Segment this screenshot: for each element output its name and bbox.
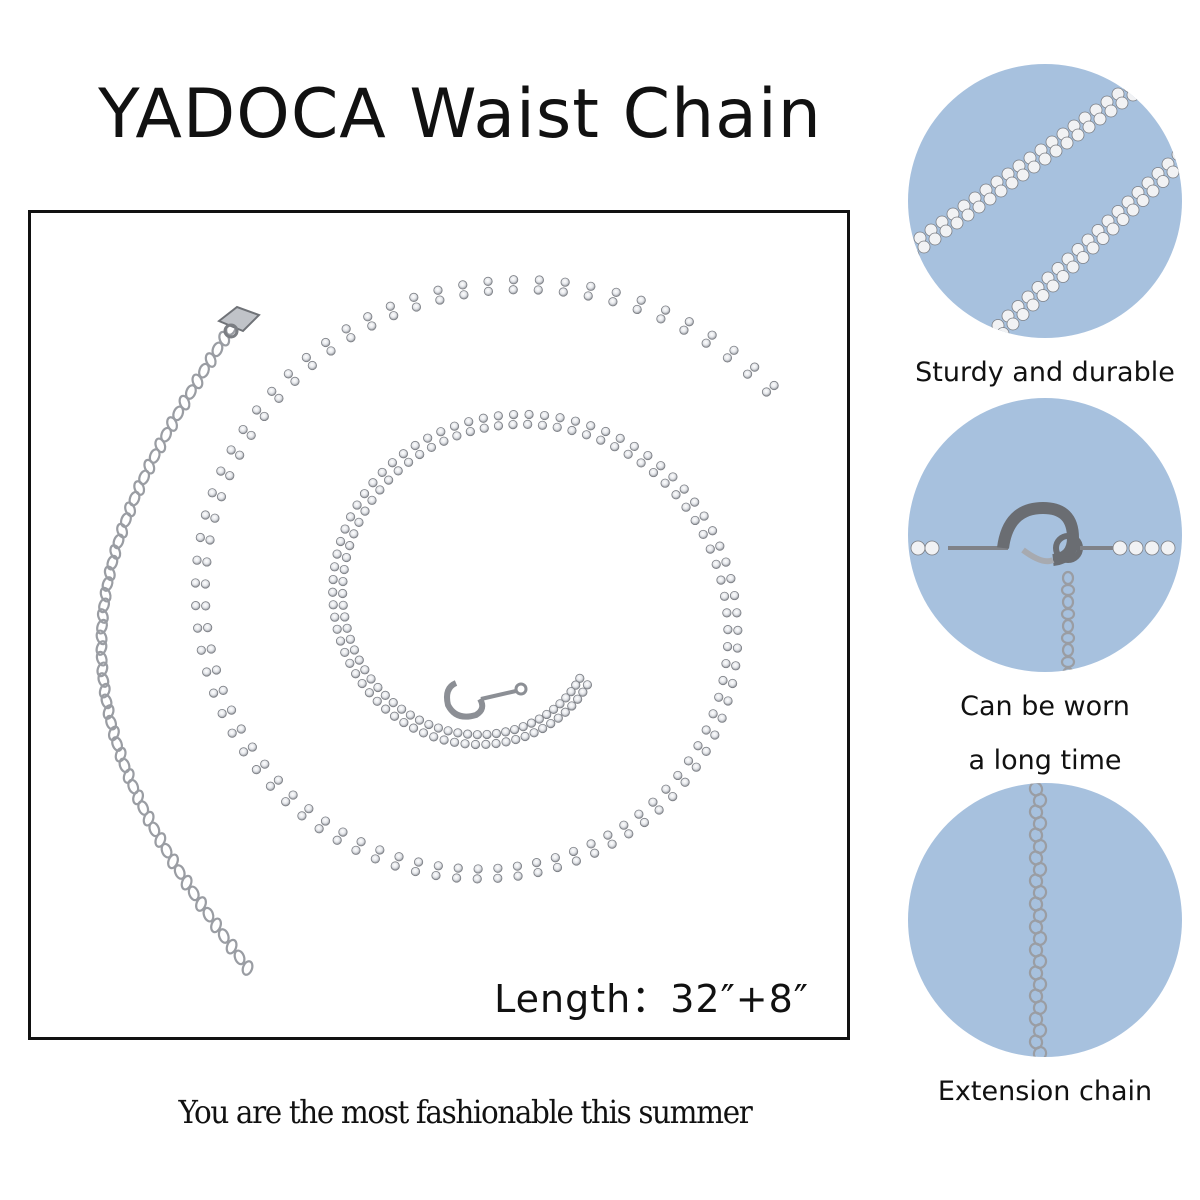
extension-chain: [95, 320, 254, 976]
page-title: YADOCA Waist Chain: [98, 75, 822, 154]
lobster-clasp-icon: [444, 680, 528, 720]
length-label: Length：32″+8″: [494, 977, 809, 1021]
rhinestone-chain-closeup-icon: [908, 64, 1182, 338]
feature-extension: Extension chain: [905, 783, 1185, 1119]
caption-line-2: a long time: [968, 745, 1122, 776]
feature-long-wear: Can be worn a long time: [905, 398, 1185, 788]
caption-line-1: Can be worn: [960, 691, 1130, 722]
end-clasp-icon: [217, 305, 261, 339]
feature-sturdy: Sturdy and durable: [905, 64, 1185, 400]
feature-caption: Can be worn a long time: [905, 680, 1185, 788]
clasp-closeup: [908, 398, 1182, 672]
waist-chain-photo: [95, 275, 779, 976]
sturdy-closeup: [908, 64, 1182, 338]
rhinestone-spiral: [190, 275, 779, 884]
extension-chain-closeup-icon: [1028, 783, 1048, 1057]
tagline: You are the most fashionable this summer: [178, 1093, 753, 1131]
product-photo-frame: Length：32″+8″: [28, 210, 850, 1040]
feature-caption: Extension chain: [937, 1076, 1153, 1107]
feature-caption: Sturdy and durable: [915, 357, 1175, 388]
extension-closeup: [908, 783, 1182, 1057]
lobster-clasp-closeup-icon: [910, 501, 1176, 672]
